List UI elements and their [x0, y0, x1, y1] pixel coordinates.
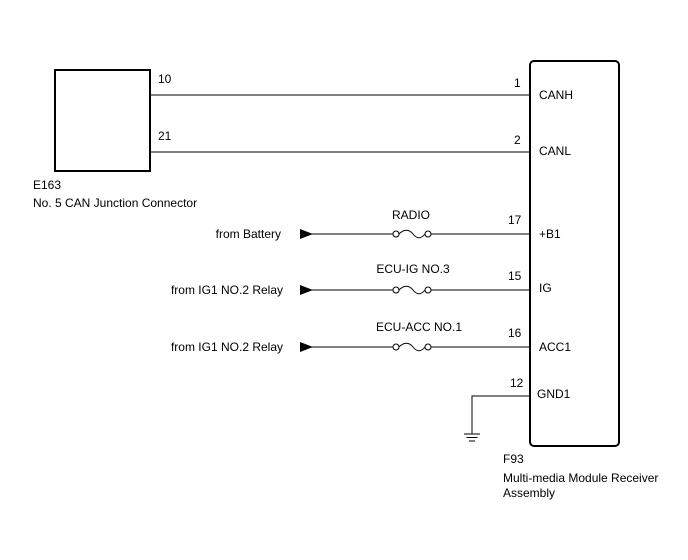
terminal-canl: CANL	[539, 144, 571, 158]
f93-connector-name-line2: Assembly	[503, 486, 555, 500]
terminal-b1: +B1	[539, 227, 561, 241]
fuse-icon	[392, 229, 432, 239]
f93-pin-2: 2	[514, 133, 521, 147]
terminal-gnd1: GND1	[537, 387, 571, 401]
e163-pin-10: 10	[158, 72, 172, 86]
gnd-wire	[471, 395, 530, 434]
fuse-label-ecu-acc-no1: ECU-ACC NO.1	[376, 320, 462, 334]
fuse-icon	[392, 342, 432, 352]
e163-connector-box	[54, 69, 151, 172]
f93-connector-id: F93	[503, 452, 524, 466]
f93-pin-15: 15	[508, 269, 522, 283]
e163-connector-name: No. 5 CAN Junction Connector	[33, 196, 197, 210]
fuse-icon	[392, 285, 432, 295]
e163-pin-21: 21	[158, 129, 172, 143]
f93-pin-12: 12	[510, 376, 524, 390]
supply-source-ig1-relay-a: from IG1 NO.2 Relay	[171, 283, 283, 297]
f93-connector-name-line1: Multi-media Module Receiver	[503, 471, 658, 485]
fuse-label-ecu-ig-no3: ECU-IG NO.3	[376, 262, 450, 276]
terminal-acc1: ACC1	[539, 340, 571, 354]
f93-pin-1: 1	[514, 76, 521, 90]
fuse-label-radio: RADIO	[392, 208, 430, 222]
terminal-ig: IG	[539, 281, 552, 295]
e163-connector-id: E163	[33, 178, 61, 192]
terminal-canh: CANH	[539, 88, 573, 102]
f93-pin-17: 17	[508, 213, 522, 227]
f93-pin-16: 16	[508, 326, 522, 340]
ground-icon	[464, 433, 480, 442]
supply-source-battery: from Battery	[216, 227, 281, 241]
supply-source-ig1-relay-b: from IG1 NO.2 Relay	[171, 340, 283, 354]
f93-connector-box	[529, 60, 620, 447]
